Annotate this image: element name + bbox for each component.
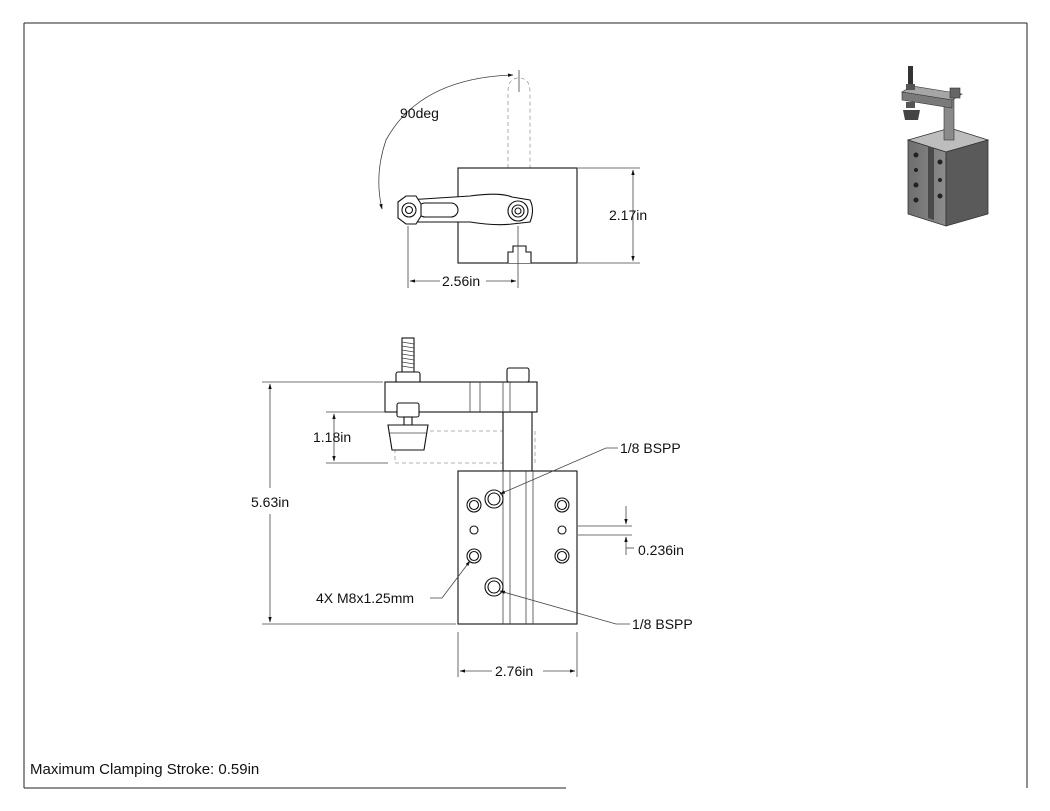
screw-threads <box>401 341 415 369</box>
front-width-label: 2.76in <box>495 663 533 679</box>
bspp-ports <box>484 489 504 597</box>
port-top-label: 1/8 BSPP <box>620 440 681 456</box>
rubber-pad <box>387 424 429 451</box>
lower-nut <box>396 402 420 418</box>
angle-arc <box>378 73 514 210</box>
top-arm-slot <box>417 202 459 218</box>
stroke-label: 1.18in <box>313 429 351 445</box>
mounting-holes <box>466 497 570 564</box>
hole-offset-label: 0.236in <box>638 542 684 558</box>
pivot-cap <box>506 367 530 383</box>
top-width-label: 2.56in <box>442 273 480 289</box>
sheet-border <box>23 22 1028 789</box>
isometric-view <box>901 66 990 227</box>
front-base-block <box>457 470 578 625</box>
top-height-label: 2.17in <box>609 207 647 223</box>
angle-label: 90deg <box>400 105 439 121</box>
retracted-outline <box>394 430 536 464</box>
total-height-label: 5.63in <box>251 494 289 510</box>
thread-label: 4X M8x1.25mm <box>316 590 414 606</box>
clamping-stroke-note: Maximum Clamping Stroke: 0.59in <box>30 761 260 778</box>
port-bottom-label: 1/8 BSPP <box>632 616 693 632</box>
front-view: 5.63in 1.18in 1/8 BSPP 1/8 BSPP 0.236in … <box>251 337 693 679</box>
front-column <box>502 411 533 472</box>
top-base-slot <box>507 245 532 263</box>
top-view: 90deg 2.17in 2.56in <box>378 70 647 289</box>
